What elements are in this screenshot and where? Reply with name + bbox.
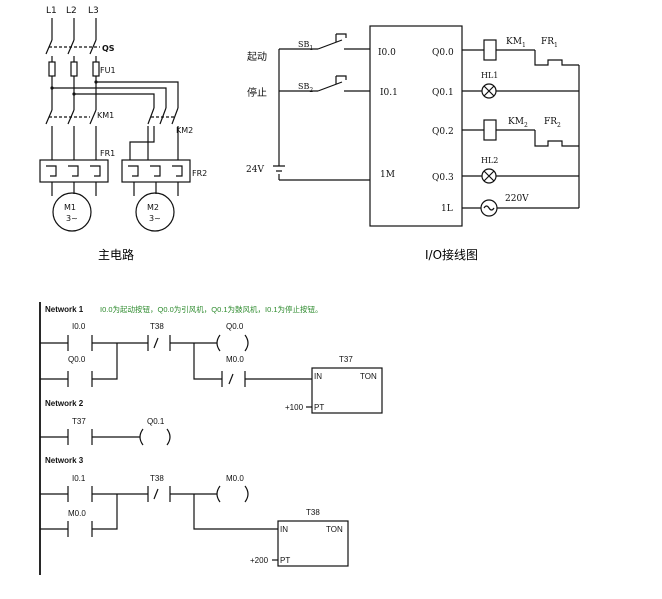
n3-contact-t38-label: T38 xyxy=(150,474,164,483)
n3-coil-m00-label: M0.0 xyxy=(226,474,244,483)
n1-coil-q00-label: Q0.0 xyxy=(226,322,244,331)
hl1-label: HL1 xyxy=(481,71,498,80)
ac-supply-label: 220V xyxy=(505,194,529,204)
n1-timer-pt: PT xyxy=(314,403,324,412)
output-q03: Q0.3 xyxy=(432,173,454,183)
output-q01: Q0.1 xyxy=(432,88,454,98)
n1-timer-pt-value: +100 xyxy=(285,403,304,412)
n3-timer-type: TON xyxy=(326,525,343,534)
n1-contact-t38-label: T38 xyxy=(150,322,164,331)
n3-contact-i01-label: I0.1 xyxy=(72,474,86,483)
motor-m1-label: M1 xyxy=(64,203,76,212)
n2-contact-t37-label: T37 xyxy=(72,417,86,426)
io-diagram-caption: I/O接线图 xyxy=(425,247,478,262)
common-1l: 1L xyxy=(441,204,453,214)
n1-contact-i00-label: I0.0 xyxy=(72,322,86,331)
network-1-comment: I0.0为起动按钮，Q0.0为引风机，Q0.1为鼓风机，I0.1为停止按钮。 xyxy=(100,304,323,314)
output-q02: Q0.2 xyxy=(432,127,454,137)
n1-contact-q00-label: Q0.0 xyxy=(68,355,86,364)
network-1-title: Network 1 xyxy=(45,305,84,314)
fu1-label: FU1 xyxy=(100,66,116,75)
fr2-contact-label: FR2 xyxy=(544,117,561,129)
fr1-main-label: FR1 xyxy=(100,149,115,158)
sb1-label: SB1 xyxy=(298,40,313,52)
motor-m2-label: M2 xyxy=(147,203,159,212)
fuse-1 xyxy=(48,61,56,77)
sb2-label: SB2 xyxy=(298,82,313,94)
fr1-contact-label: FR1 xyxy=(541,37,558,49)
km2-main-label: KM2 xyxy=(176,126,193,135)
km1-coil xyxy=(483,39,497,61)
n3-timer-name: T38 xyxy=(306,508,320,517)
n3-contact-m00-label: M0.0 xyxy=(68,509,86,518)
n1-timer-name: T37 xyxy=(339,355,353,364)
network-3-title: Network 3 xyxy=(45,456,84,465)
network-2-title: Network 2 xyxy=(45,399,84,408)
n1-timer-type: TON xyxy=(360,372,377,381)
motor-m2 xyxy=(135,192,175,232)
km2-coil-label: KM2 xyxy=(508,117,528,129)
main-circuit-caption: 主电路 xyxy=(98,247,134,262)
fr1-block xyxy=(39,159,109,183)
fr2-block xyxy=(121,159,191,183)
common-1m: 1M xyxy=(380,170,395,180)
n1-timer-in: IN xyxy=(314,372,322,381)
stop-label: 停止 xyxy=(247,86,267,99)
line-label-l3: L3 xyxy=(88,6,99,16)
motor-m1 xyxy=(52,192,92,232)
n3-timer-in: IN xyxy=(280,525,288,534)
n3-timer-pt-value: +200 xyxy=(250,556,269,565)
output-q00: Q0.0 xyxy=(432,48,454,58)
input-i01: I0.1 xyxy=(380,88,398,98)
km1-main-label: KM1 xyxy=(97,111,114,120)
n3-timer-pt: PT xyxy=(280,556,290,565)
n3-timer-box xyxy=(277,520,349,567)
line-label-l2: L2 xyxy=(66,6,77,16)
dc-supply-label: 24V xyxy=(246,165,264,175)
fuse-3 xyxy=(92,61,100,77)
fr2-main-label: FR2 xyxy=(192,169,207,178)
n2-coil-q01-label: Q0.1 xyxy=(147,417,165,426)
start-label: 起动 xyxy=(247,51,267,63)
main-circuit: L1 L2 L3 QS FU1 KM1 KM2 FR1 xyxy=(39,6,207,262)
line-label-l1: L1 xyxy=(46,6,57,16)
n1-timer-box xyxy=(311,367,383,414)
km1-coil-label: KM1 xyxy=(506,37,526,49)
km2-coil xyxy=(483,119,497,141)
io-diagram: 起动 停止 SB1 SB2 24V I0.0 I0.1 1M Q0.0 Q0.1… xyxy=(246,25,580,262)
hl2-label: HL2 xyxy=(481,156,498,165)
motor-m1-phase: 3~ xyxy=(66,214,78,223)
motor-m2-phase: 3~ xyxy=(149,214,161,223)
plc-body xyxy=(369,25,463,227)
ladder-diagram: Network 1 I0.0为起动按钮，Q0.0为引风机，Q0.1为鼓风机，I0… xyxy=(39,302,383,575)
qs-label: QS xyxy=(102,44,115,53)
input-i00: I0.0 xyxy=(378,48,396,58)
n1-contact-m00-label: M0.0 xyxy=(226,355,244,364)
fuse-2 xyxy=(70,61,78,77)
